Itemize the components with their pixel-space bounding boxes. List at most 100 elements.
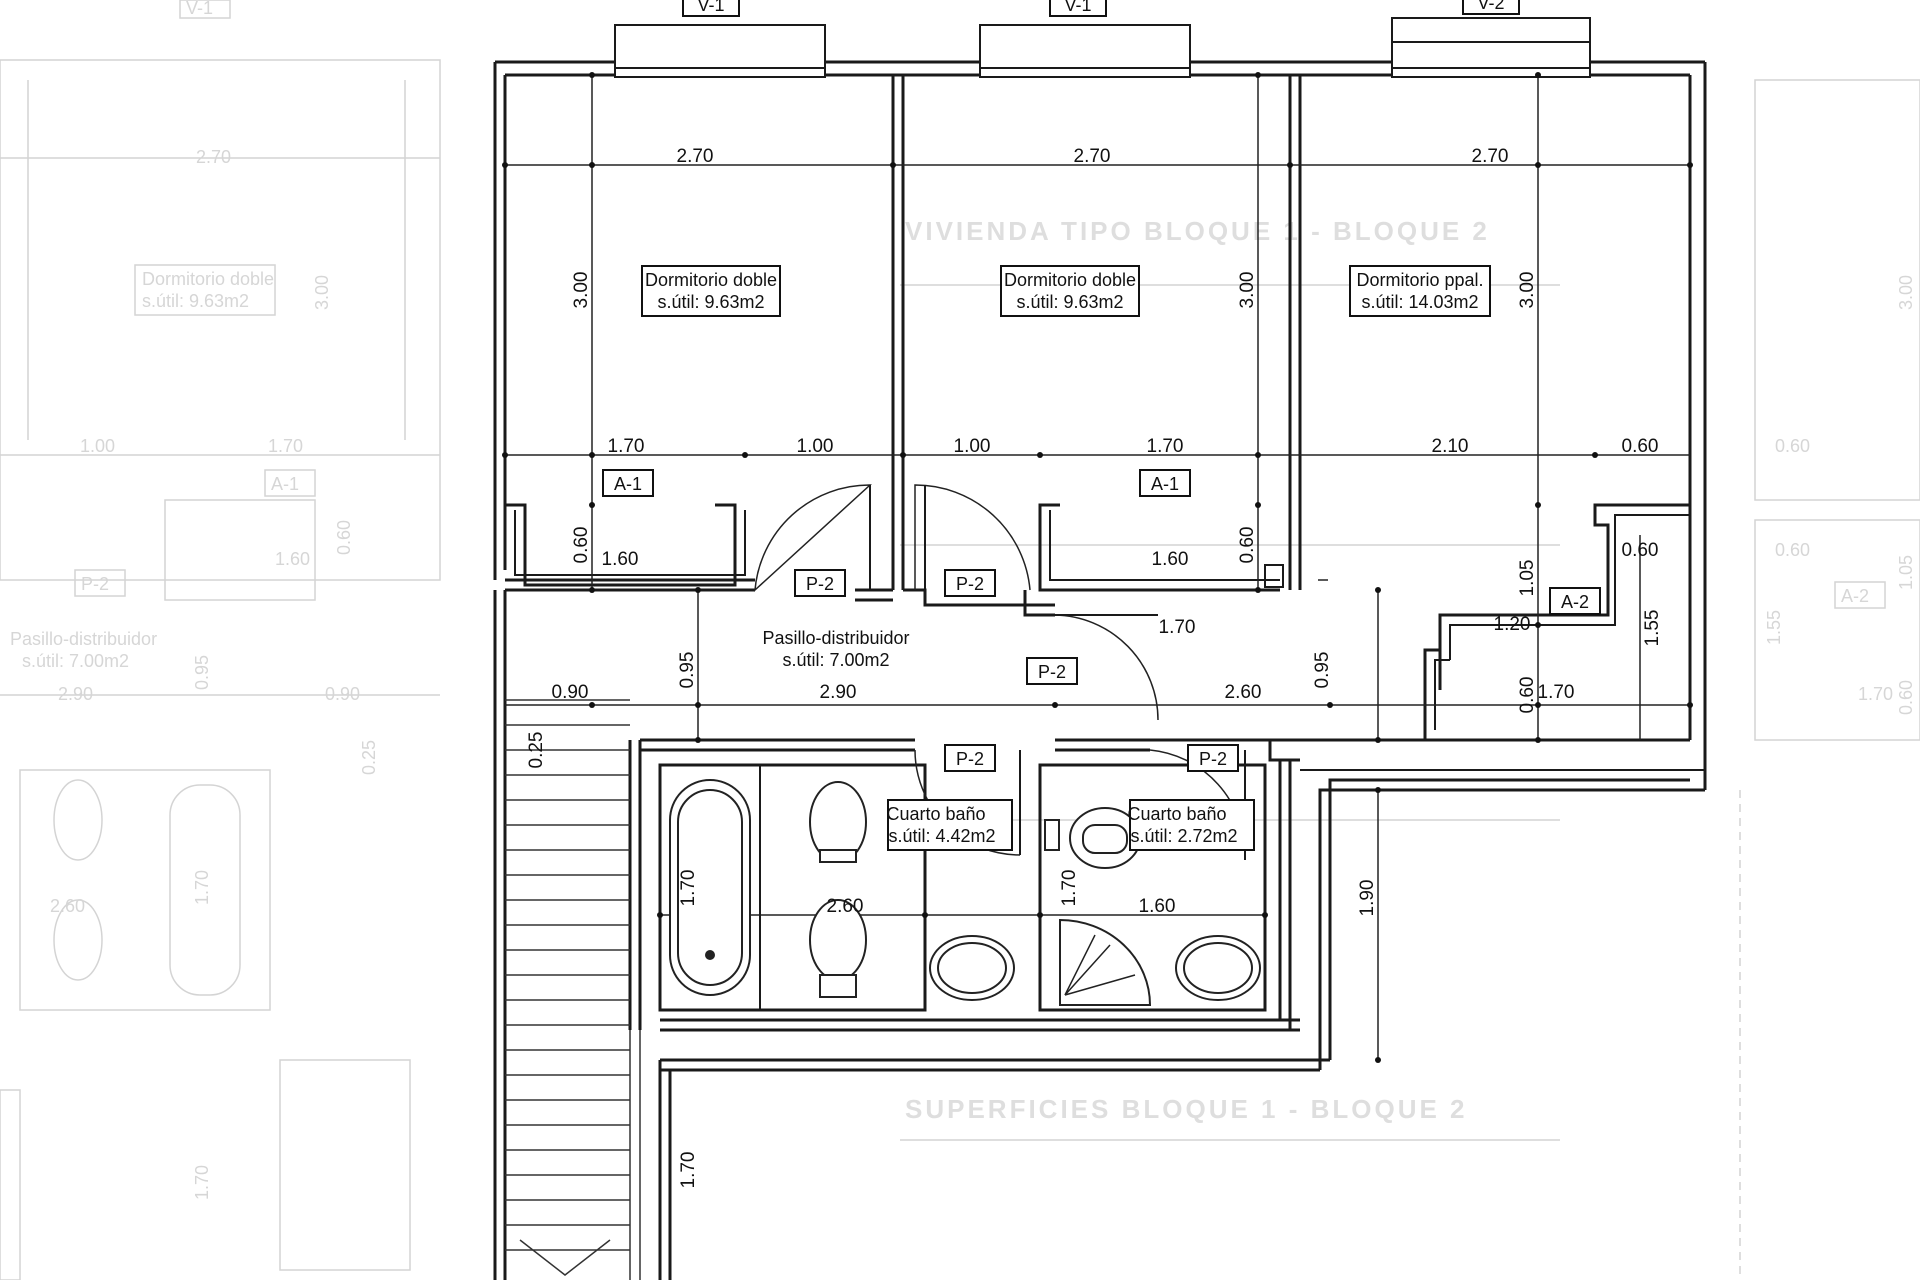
ghost-tag-box xyxy=(74,569,126,597)
ghost-tag-box xyxy=(1834,581,1886,609)
ghost-dim: 0.60 xyxy=(1775,540,1810,560)
door-tag-box xyxy=(944,744,996,772)
ghost-dim: 2.90 xyxy=(58,684,93,704)
ghost-wardrobe-tag: A-2 xyxy=(1841,586,1869,606)
ghost-right-closet xyxy=(1754,519,1920,741)
dim-ticks xyxy=(502,72,1693,1063)
ghost-dim: 1.70 xyxy=(268,436,303,456)
ghost-door-tag: P-2 xyxy=(81,574,109,594)
dim-closet-right: 0.60 xyxy=(1622,540,1659,561)
room-name-master-bedroom: Dormitorio ppal. xyxy=(1356,270,1483,290)
ghost-hall-area: s.útil: 7.00m2 xyxy=(22,651,129,671)
dim: 0.60 xyxy=(571,527,592,564)
ghost-dim: 0.25 xyxy=(359,740,379,775)
toilet-seat xyxy=(1082,824,1128,854)
ghost-bath xyxy=(19,769,271,1011)
shower-line xyxy=(1064,944,1111,996)
door-swing-left-bedroom xyxy=(754,484,872,592)
wardrobe-tag-box xyxy=(1139,469,1191,497)
element-tags: A-1 A-1 A-2 P-2 P-2 P-2 P-2 P-2 xyxy=(602,469,1601,772)
ghost-bathtub xyxy=(169,784,241,996)
room-area-bathroom-2: s.útil: 2.72m2 xyxy=(1130,826,1237,846)
wardrobe-tag-a2: A-2 xyxy=(1561,592,1589,612)
dim-bedroom-left-width: 2.70 xyxy=(677,146,714,167)
dim: 0.25 xyxy=(526,732,547,769)
dim: 1.05 xyxy=(1517,560,1538,597)
ghost-dim: 1.70 xyxy=(1858,684,1893,704)
shower-line xyxy=(1064,974,1136,996)
room-name-bathroom-1: Cuarto baño xyxy=(886,804,985,824)
window-tag-v1-center: V-1 xyxy=(1064,0,1091,15)
window-v2-right xyxy=(1391,17,1591,78)
dim: 2.10 xyxy=(1432,436,1469,457)
ghost-table-heading: VIVIENDA TIPO BLOQUE 1 - BLOQUE 2 xyxy=(905,216,1490,246)
room-label-box xyxy=(887,799,1013,851)
dim-bedroom-left-depth: 3.00 xyxy=(571,272,592,309)
door-tag-box xyxy=(944,569,996,597)
dim: 1.55 xyxy=(1642,610,1663,647)
wardrobe-tag-a1-left: A-1 xyxy=(614,474,642,494)
dim: 1.00 xyxy=(954,436,991,457)
ghost-dim: 1.60 xyxy=(275,549,310,569)
ghost-right-outline xyxy=(1754,79,1920,501)
fixtures xyxy=(669,765,1261,1010)
ghost-dim: 1.70 xyxy=(192,870,212,905)
dim: 1.70 xyxy=(678,1152,699,1189)
room-name-bedroom-center: Dormitorio doble xyxy=(1004,270,1136,290)
walls xyxy=(493,17,1707,1280)
ghost-dim: 0.60 xyxy=(1896,680,1916,715)
ghost-toilet xyxy=(53,899,103,981)
ghost-toilet xyxy=(53,779,103,861)
toilet-tank xyxy=(819,849,857,863)
dim-bedroom-center-depth: 3.00 xyxy=(1237,272,1258,309)
closet-a2 xyxy=(1438,503,1690,670)
ghost-tag-box xyxy=(179,0,231,19)
window-v1-left xyxy=(614,24,826,78)
dim: 0.60 xyxy=(1517,677,1538,714)
dim-bath-2-width: 1.60 xyxy=(1139,896,1176,917)
room-area-hallway: s.útil: 7.00m2 xyxy=(782,650,889,670)
corridor-wall xyxy=(903,588,1055,607)
staircase xyxy=(505,699,641,1280)
ghost-room xyxy=(279,1059,411,1271)
shower-tray-icon xyxy=(1059,918,1152,1006)
dim-bath-2-depth: 1.70 xyxy=(1059,870,1080,907)
corridor-wall xyxy=(1023,590,1055,617)
ghost-dim: 2.60 xyxy=(50,896,85,916)
dims-vertical: 3.00 3.00 3.00 0.60 0.60 1.05 1.55 0.95 … xyxy=(526,272,1663,1189)
dim: 0.95 xyxy=(1312,652,1333,689)
shower-line xyxy=(1064,934,1096,996)
door-tag-p2: P-2 xyxy=(806,574,834,594)
ghost-table-heading: SUPERFICIES BLOQUE 1 - BLOQUE 2 xyxy=(905,1094,1468,1124)
ghost-dim: 0.60 xyxy=(1775,436,1810,456)
bath-top-wall xyxy=(1150,738,1300,762)
door-tag-box xyxy=(1026,657,1078,685)
ghost-dim: 3.00 xyxy=(312,275,332,310)
sink-basin xyxy=(1183,942,1253,994)
ghost-dim: 1.00 xyxy=(80,436,115,456)
dim-bedroom-center-width: 2.70 xyxy=(1074,146,1111,167)
room-area-bedroom-center: s.útil: 9.63m2 xyxy=(1016,292,1123,312)
bedroom-lower-wall xyxy=(1423,648,1690,742)
bidet-base xyxy=(819,974,857,998)
dim-bath-1-depth: 1.70 xyxy=(678,870,699,907)
column-shaft xyxy=(1264,564,1284,588)
ghost-dim: 0.95 xyxy=(192,655,212,690)
dim: 1.00 xyxy=(797,436,834,457)
door-tag-p2: P-2 xyxy=(1199,749,1227,769)
door-swing-center-bedroom xyxy=(914,484,1031,591)
room-name-bedroom-left: Dormitorio doble xyxy=(645,270,777,290)
ghost-wall xyxy=(0,1089,21,1280)
ghost-dim: 2.70 xyxy=(196,147,231,167)
dim-master-width: 2.70 xyxy=(1472,146,1509,167)
ghost-dim: 3.00 xyxy=(1896,275,1916,310)
room-label-box xyxy=(641,265,781,317)
dim: 2.60 xyxy=(1225,682,1262,703)
wardrobe-tag-box xyxy=(1549,587,1601,615)
ghost-hall-label: Pasillo-distribuidor xyxy=(10,629,157,649)
door-tag-box xyxy=(1187,744,1239,772)
dim: 2.90 xyxy=(820,682,857,703)
wardrobe-tag-box xyxy=(602,469,654,497)
